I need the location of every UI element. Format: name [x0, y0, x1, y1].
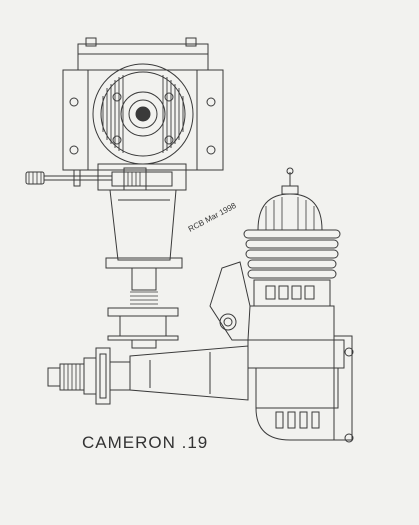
side-vent-3 [299, 411, 308, 429]
mount-hole-2 [69, 145, 79, 155]
needle-valve-knob [25, 171, 45, 185]
drawing-stamp: RCB Mar 1998 [187, 201, 238, 234]
front-shaft-threads [130, 291, 158, 305]
front-nose-housing [109, 189, 177, 261]
side-transfer-housing [209, 261, 251, 341]
side-nose-housing [129, 345, 249, 401]
front-mount-plate [62, 69, 224, 171]
front-upper-block [77, 53, 209, 71]
mount-hole-4 [206, 145, 216, 155]
head-bolt-3 [112, 135, 122, 145]
side-thrust-washer [109, 361, 131, 391]
front-view [25, 37, 224, 349]
side-lower-case [255, 367, 339, 409]
drawing-title: CAMERON .19 [82, 433, 208, 452]
side-vent-2 [287, 411, 296, 429]
side-backplate [333, 335, 353, 441]
side-view [47, 167, 354, 443]
head-bolt-2 [164, 92, 174, 102]
spray-bar [111, 171, 173, 187]
side-cylinder-fins [243, 229, 341, 279]
side-vent-1 [275, 411, 284, 429]
glow-plug-body [281, 185, 299, 195]
mount-hole-3 [206, 97, 216, 107]
front-prop-nut [119, 315, 167, 337]
side-prop-washer [95, 347, 111, 405]
front-drive-washer [107, 307, 179, 317]
side-vent-4 [311, 411, 320, 429]
front-top-bolt-left [85, 37, 97, 47]
head-bolt-1 [112, 92, 122, 102]
side-head-dome [257, 193, 323, 231]
side-shaft-threads [63, 364, 81, 390]
side-crankcase [247, 339, 345, 369]
front-hub [120, 91, 166, 137]
side-fitting [219, 313, 237, 331]
mount-hole-1 [69, 97, 79, 107]
front-top-bolt-right [185, 37, 197, 47]
head-bolt-4 [164, 135, 174, 145]
